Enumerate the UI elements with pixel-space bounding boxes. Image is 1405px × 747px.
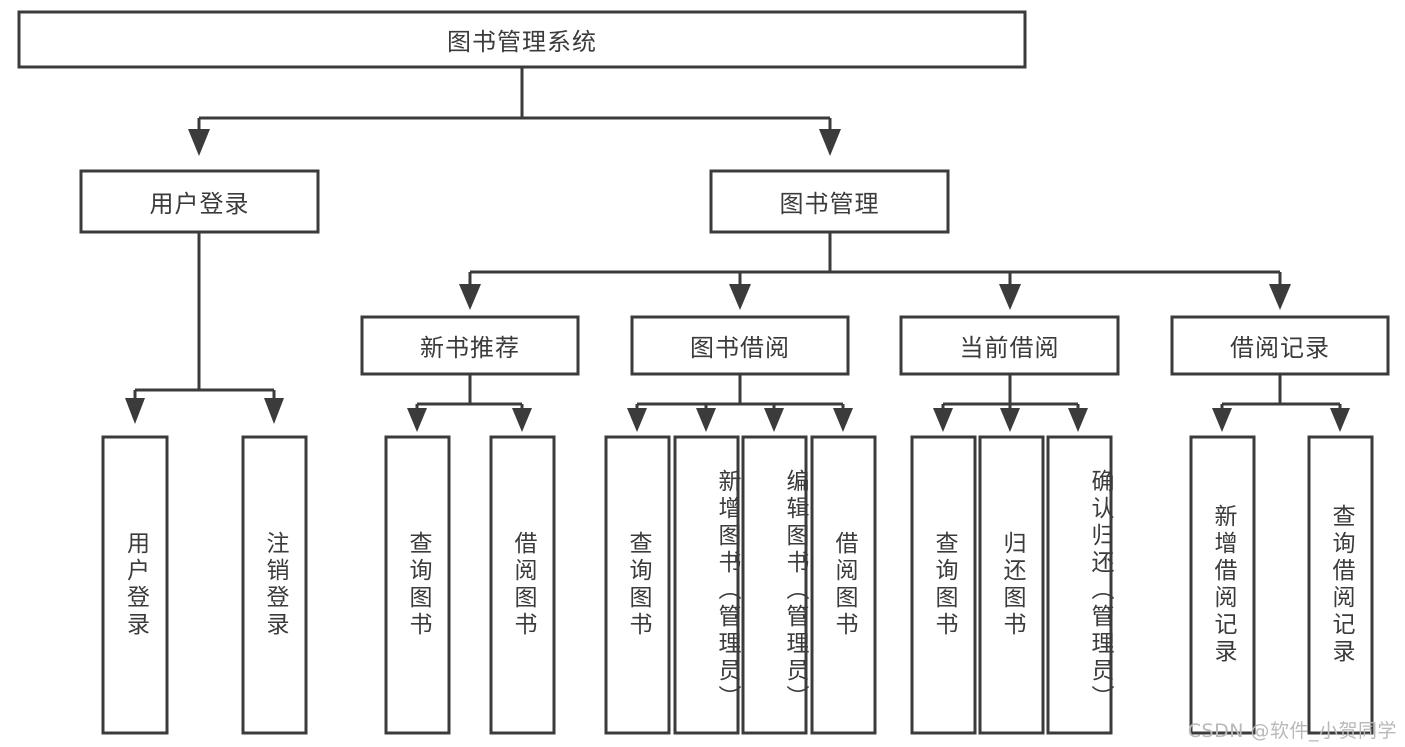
arrowhead-leaf-add-book: [696, 408, 716, 432]
arrowhead-leaf-query-record: [1330, 408, 1350, 432]
leaf-box-edit-book[interactable]: [741, 435, 808, 735]
arrowhead-current-borrow: [999, 284, 1021, 310]
arrowhead-leaf-user-login: [125, 398, 145, 424]
arrowhead-user-login: [188, 129, 210, 156]
leaf-box-query-book-3[interactable]: [910, 435, 977, 735]
leaf-box-add-record[interactable]: [1189, 435, 1256, 735]
arrowhead-leaf-borrow-book-2: [833, 408, 853, 432]
leaf-box-user-login[interactable]: [101, 435, 169, 735]
arrowhead-leaf-query-book-3: [933, 408, 953, 432]
arrowhead-leaf-query-book-2: [627, 408, 647, 432]
leaf-box-borrow-book-1[interactable]: [489, 435, 556, 735]
node-box-root[interactable]: [17, 10, 1027, 69]
node-box-new-book-recommend[interactable]: [360, 315, 580, 376]
arrowhead-borrow-record: [1269, 284, 1291, 310]
connector-group-userlogin-children: [125, 232, 284, 424]
node-box-book-management[interactable]: [709, 169, 950, 234]
leaf-box-query-book-1[interactable]: [384, 435, 451, 735]
connector-group-currentborrow-children: [933, 374, 1088, 432]
leaf-box-add-book[interactable]: [673, 435, 740, 735]
leaf-box-query-record[interactable]: [1307, 435, 1374, 735]
leaf-box-confirm-return[interactable]: [1046, 435, 1113, 735]
node-box-current-borrow[interactable]: [899, 315, 1120, 376]
node-box-borrow-record[interactable]: [1170, 315, 1390, 376]
connector-group-bookborrow-children: [627, 374, 853, 432]
arrowhead-leaf-confirm-return: [1068, 408, 1088, 432]
connector-group-root-to-level2: [188, 67, 841, 156]
arrowhead-leaf-borrow-book-1: [512, 408, 532, 432]
arrowhead-leaf-add-record: [1212, 408, 1232, 432]
arrowhead-new-book-rec: [459, 284, 481, 310]
leaf-box-query-book-2[interactable]: [604, 435, 671, 735]
arrowhead-leaf-logout: [264, 398, 284, 424]
leaf-box-borrow-book-2[interactable]: [810, 435, 877, 735]
connector-group-bookmgmt-children: [459, 232, 1291, 310]
node-box-user-login[interactable]: [79, 169, 320, 234]
arrowhead-book-borrow: [729, 284, 751, 310]
arrowhead-leaf-return-book: [1000, 408, 1020, 432]
leaf-box-logout[interactable]: [241, 435, 308, 735]
arrowhead-book-mgmt: [819, 129, 841, 156]
arrowhead-leaf-query-book-1: [407, 408, 427, 432]
node-box-book-borrow[interactable]: [630, 315, 850, 376]
connector-group-newbook-children: [407, 374, 532, 432]
connector-group-borrowrecord-children: [1212, 374, 1350, 432]
arrowhead-leaf-edit-book: [764, 408, 784, 432]
leaf-box-return-book[interactable]: [978, 435, 1045, 735]
